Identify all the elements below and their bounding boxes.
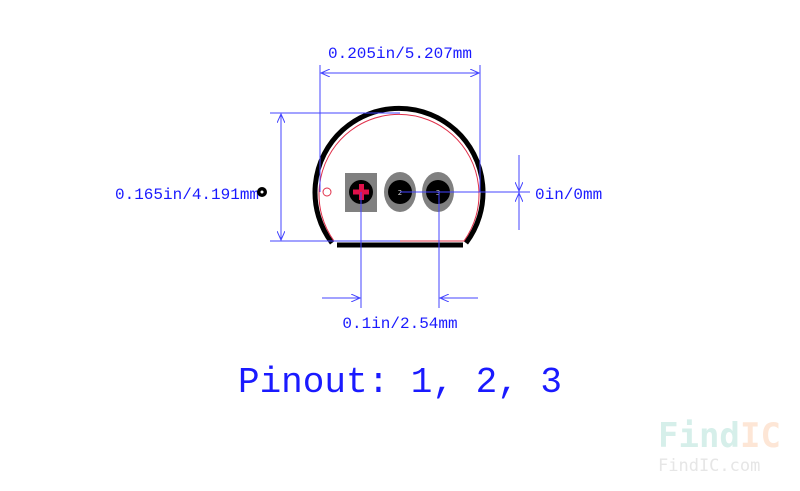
- width-dimension-label: 0.205in/5.207mm: [328, 45, 472, 63]
- svg-text:IC: IC: [740, 416, 781, 456]
- width-dimension: [319, 65, 481, 192]
- height-dimension-label: 0.165in/4.191mm: [115, 186, 259, 204]
- svg-text:3: 3: [436, 189, 440, 197]
- courtyard-outline: [318, 113, 480, 242]
- offset-dimension: [400, 155, 530, 230]
- svg-text:Find: Find: [658, 416, 740, 456]
- svg-text:2: 2: [398, 189, 402, 197]
- height-dimension: [270, 112, 400, 242]
- pitch-dimension-label: 0.1in/2.54mm: [342, 315, 457, 333]
- offset-dimension-label: 0in/0mm: [535, 186, 602, 204]
- pinout-label: Pinout: 1, 2, 3: [238, 362, 562, 403]
- watermark-url: FindIC.com: [658, 456, 760, 476]
- findic-logo: Find IC FindIC.com: [658, 416, 781, 476]
- body-outline-arc: [312, 105, 486, 245]
- pin1-indicator-icon: [322, 187, 332, 197]
- pitch-dimension: [322, 192, 478, 308]
